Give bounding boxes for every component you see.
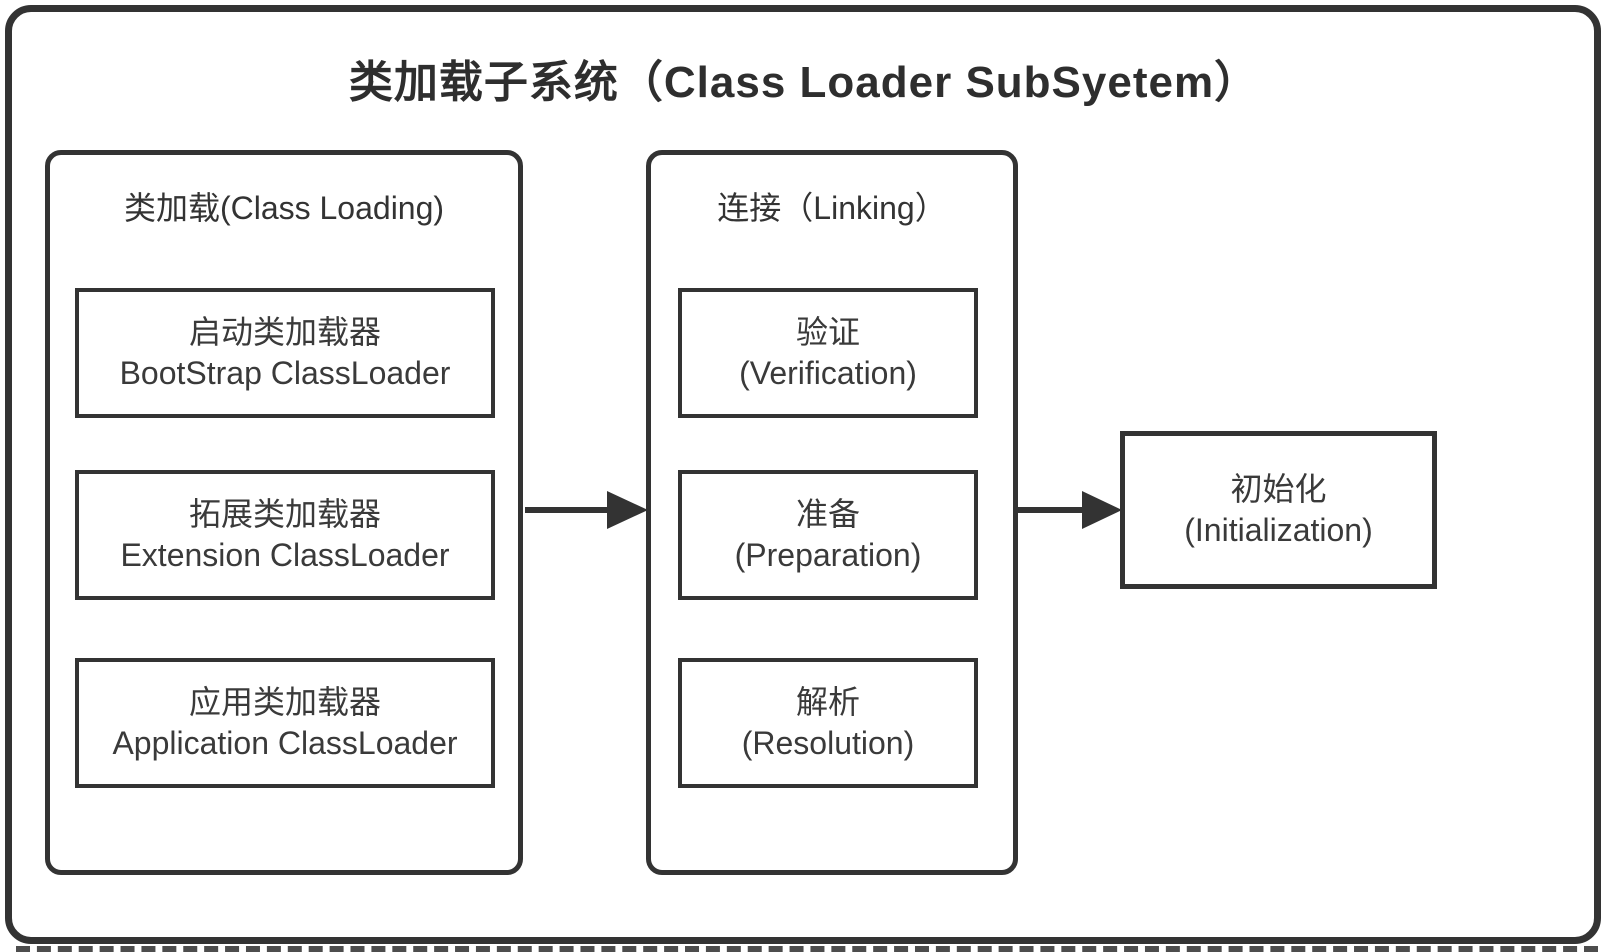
application-classloader-box: 应用类加载器 Application ClassLoader: [75, 658, 495, 788]
initialization-label-zh: 初始化: [1230, 471, 1327, 507]
arrow-loading-to-linking-icon: [525, 491, 648, 529]
extension-classloader-label-en: Extension ClassLoader: [120, 537, 450, 573]
preparation-box: 准备 (Preparation): [678, 470, 978, 600]
linking-group: 连接（Linking） 验证 (Verification) 准备 (Prepar…: [646, 150, 1018, 875]
verification-label-en: (Verification): [739, 355, 917, 391]
resolution-label-en: (Resolution): [741, 725, 915, 761]
verification-label-zh: 验证: [795, 314, 860, 350]
extension-classloader-box: 拓展类加载器 Extension ClassLoader: [75, 470, 495, 600]
initialization-label-en: (Initialization): [1184, 512, 1373, 548]
arrow-linking-to-initialization-icon: [1018, 491, 1122, 529]
page-title: 类加载子系统（Class Loader SubSyetem）: [348, 58, 1260, 107]
bottom-dashed-line: [16, 946, 1598, 952]
bootstrap-classloader-label-zh: 启动类加载器: [188, 314, 381, 350]
resolution-box: 解析 (Resolution): [678, 658, 978, 788]
class-loading-group: 类加载(Class Loading) 启动类加载器 BootStrap Clas…: [45, 150, 523, 875]
initialization-box: 初始化 (Initialization): [1120, 431, 1437, 589]
application-classloader-label-en: Application ClassLoader: [112, 725, 458, 761]
bootstrap-classloader-label-en: BootStrap ClassLoader: [119, 355, 451, 391]
resolution-label-zh: 解析: [795, 684, 860, 720]
verification-box: 验证 (Verification): [678, 288, 978, 418]
extension-classloader-label-zh: 拓展类加载器: [188, 496, 381, 532]
class-loading-header: 类加载(Class Loading): [123, 190, 445, 226]
preparation-label-en: (Preparation): [734, 537, 922, 573]
application-classloader-label-zh: 应用类加载器: [188, 684, 381, 720]
preparation-label-zh: 准备: [795, 496, 860, 532]
bootstrap-classloader-box: 启动类加载器 BootStrap ClassLoader: [75, 288, 495, 418]
linking-header: 连接（Linking）: [717, 190, 947, 226]
